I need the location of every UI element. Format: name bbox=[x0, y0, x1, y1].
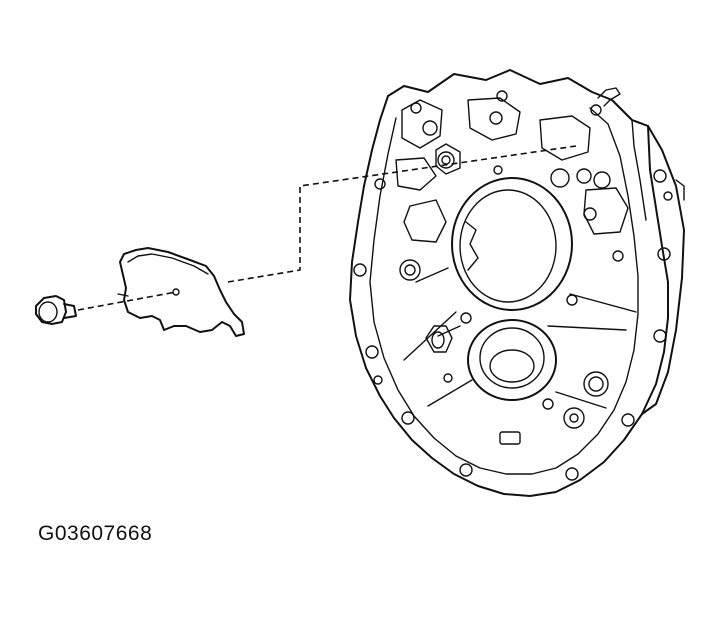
bolt-icon bbox=[35, 295, 77, 325]
bracket-plate-icon bbox=[117, 247, 245, 337]
figure-code: G03607668 bbox=[38, 522, 153, 545]
transmission-case-icon bbox=[349, 69, 685, 497]
alignment-lines bbox=[77, 145, 577, 311]
